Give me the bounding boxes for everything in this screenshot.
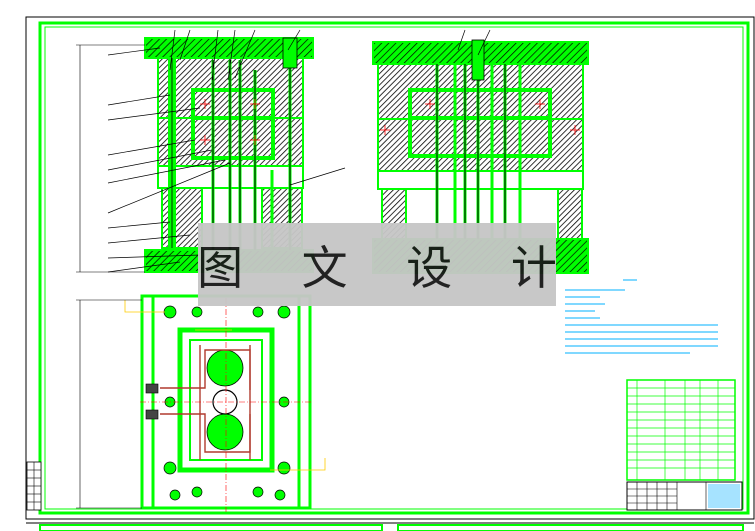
watermark-text: 图 文 设 计	[197, 240, 579, 295]
margin-label-block	[26, 461, 42, 511]
right-section-view	[372, 29, 589, 274]
sheet-frame	[25, 16, 755, 531]
technical-notes	[565, 279, 718, 354]
plan-view	[76, 294, 326, 512]
parts-list-title-block	[626, 379, 743, 511]
watermark-banner: 图 文 设 计	[197, 223, 557, 306]
